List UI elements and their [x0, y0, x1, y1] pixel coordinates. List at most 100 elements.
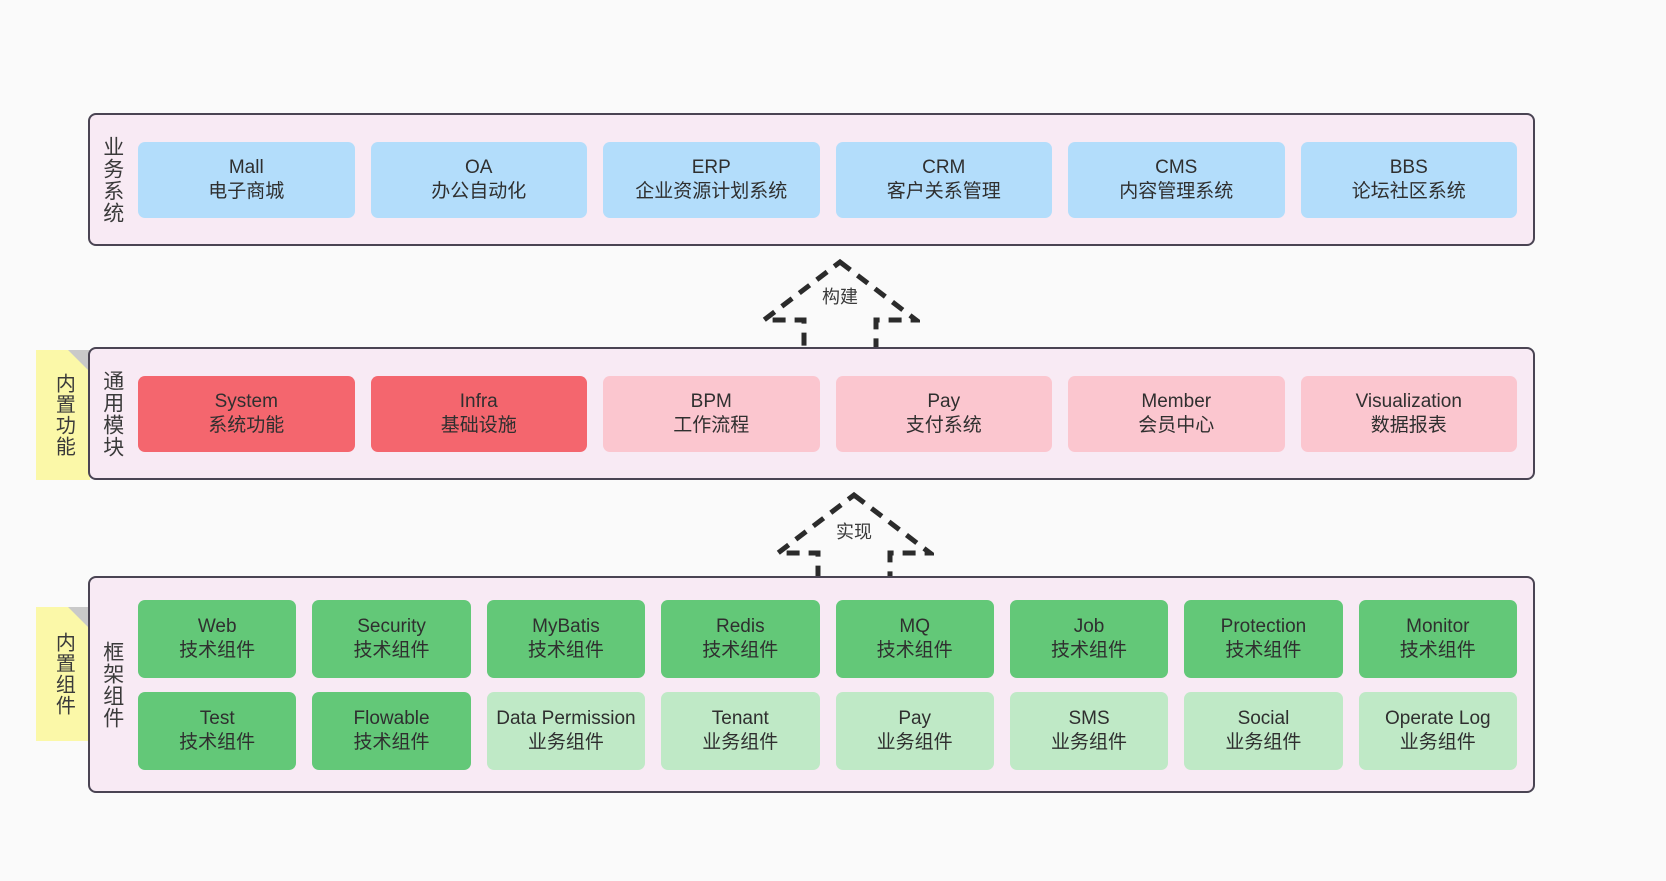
- business-row: Mall 电子商城 OA 办公自动化 ERP 企业资源计划系统 CRM 客户关系…: [138, 141, 1517, 218]
- node-flowable[interactable]: Flowable 技术组件: [312, 691, 471, 770]
- node-mq-cn: 技术组件: [876, 639, 953, 661]
- node-system-en: System: [214, 390, 278, 412]
- node-infra-en: Infra: [459, 390, 498, 412]
- node-monitor[interactable]: Monitor 技术组件: [1358, 599, 1517, 678]
- sticky-note-builtin-features: 内置功能: [36, 350, 90, 480]
- node-oa[interactable]: OA 办公自动化: [370, 141, 587, 218]
- node-pay-module[interactable]: Pay 支付系统: [835, 375, 1052, 452]
- node-mybatis-en: MyBatis: [532, 615, 600, 637]
- node-security-cn: 技术组件: [353, 639, 430, 661]
- node-web-en: Web: [197, 615, 237, 637]
- node-social[interactable]: Social 业务组件: [1184, 691, 1343, 770]
- node-mq[interactable]: MQ 技术组件: [835, 599, 994, 678]
- node-web[interactable]: Web 技术组件: [138, 599, 297, 678]
- framework-row-business: Test 技术组件 Flowable 技术组件 Data Permission …: [138, 691, 1517, 770]
- node-member[interactable]: Member 会员中心: [1068, 375, 1285, 452]
- node-operate-log-en: Operate Log: [1384, 707, 1491, 729]
- node-tenant-en: Tenant: [711, 707, 769, 729]
- node-erp-cn: 企业资源计划系统: [635, 180, 788, 202]
- modules-row: System 系统功能 Infra 基础设施 BPM 工作流程 Pay 支付系统…: [138, 375, 1517, 452]
- node-operate-log-cn: 业务组件: [1399, 731, 1476, 753]
- node-infra-cn: 基础设施: [440, 414, 517, 436]
- node-social-cn: 业务组件: [1225, 731, 1302, 753]
- node-mall-en: Mall: [228, 156, 264, 178]
- node-crm[interactable]: CRM 客户关系管理: [835, 141, 1052, 218]
- generalization-arrow-build-icon: 构建: [760, 258, 920, 353]
- node-oa-cn: 办公自动化: [431, 180, 527, 202]
- node-visualization-cn: 数据报表: [1370, 414, 1447, 436]
- node-protection[interactable]: Protection 技术组件: [1184, 599, 1343, 678]
- node-job-cn: 技术组件: [1051, 639, 1128, 661]
- node-mall[interactable]: Mall 电子商城: [138, 141, 355, 218]
- node-oa-en: OA: [465, 156, 493, 178]
- node-job-en: Job: [1073, 615, 1105, 637]
- node-mybatis-cn: 技术组件: [527, 639, 604, 661]
- generalization-arrow-implement-icon: 实现: [774, 491, 934, 586]
- layer-framework-components: 框架组件 Web 技术组件 Security 技术组件 MyBatis 技术组件…: [88, 576, 1535, 793]
- layer-framework-components-title: 框架组件: [100, 640, 124, 729]
- node-social-en: Social: [1237, 707, 1290, 729]
- node-erp[interactable]: ERP 企业资源计划系统: [603, 141, 820, 218]
- node-operate-log[interactable]: Operate Log 业务组件: [1358, 691, 1517, 770]
- node-visualization-en: Visualization: [1355, 390, 1462, 412]
- node-mq-en: MQ: [899, 615, 930, 637]
- layer-common-modules-body: System 系统功能 Infra 基础设施 BPM 工作流程 Pay 支付系统…: [134, 349, 1533, 478]
- layer-business-title: 业务系统: [100, 135, 124, 224]
- node-crm-cn: 客户关系管理: [886, 180, 1001, 202]
- node-infra[interactable]: Infra 基础设施: [370, 375, 587, 452]
- node-system-cn: 系统功能: [208, 414, 285, 436]
- node-system[interactable]: System 系统功能: [138, 375, 355, 452]
- sticky-note-builtin-components: 内置组件: [36, 607, 90, 741]
- node-web-cn: 技术组件: [179, 639, 256, 661]
- node-monitor-cn: 技术组件: [1399, 639, 1476, 661]
- node-bbs-cn: 论坛社区系统: [1351, 180, 1466, 202]
- node-bpm[interactable]: BPM 工作流程: [603, 375, 820, 452]
- node-data-permission[interactable]: Data Permission 业务组件: [486, 691, 646, 770]
- node-mybatis[interactable]: MyBatis 技术组件: [486, 599, 646, 678]
- node-job[interactable]: Job 技术组件: [1009, 599, 1169, 678]
- node-security-en: Security: [357, 615, 426, 637]
- node-crm-en: CRM: [922, 156, 966, 178]
- node-tenant[interactable]: Tenant 业务组件: [661, 691, 820, 770]
- node-security[interactable]: Security 技术组件: [312, 599, 471, 678]
- node-test-en: Test: [199, 707, 235, 729]
- node-cms-cn: 内容管理系统: [1119, 180, 1234, 202]
- node-redis[interactable]: Redis 技术组件: [661, 599, 820, 678]
- node-redis-en: Redis: [716, 615, 765, 637]
- sticky-note-builtin-features-label: 内置功能: [52, 373, 75, 457]
- node-member-en: Member: [1141, 390, 1212, 412]
- node-cms[interactable]: CMS 内容管理系统: [1068, 141, 1285, 218]
- node-bpm-cn: 工作流程: [673, 414, 750, 436]
- node-bbs[interactable]: BBS 论坛社区系统: [1300, 141, 1517, 218]
- node-pay-component[interactable]: Pay 业务组件: [835, 691, 994, 770]
- node-pay-module-cn: 支付系统: [905, 414, 982, 436]
- node-flowable-cn: 技术组件: [353, 731, 430, 753]
- node-protection-cn: 技术组件: [1225, 639, 1302, 661]
- node-sms-cn: 业务组件: [1051, 731, 1128, 753]
- node-monitor-en: Monitor: [1406, 615, 1470, 637]
- node-data-permission-cn: 业务组件: [527, 731, 604, 753]
- node-bbs-en: BBS: [1389, 156, 1428, 178]
- layer-business-systems: 业务系统 Mall 电子商城 OA 办公自动化 ERP 企业资源计划系统 CRM…: [88, 113, 1535, 246]
- framework-row-tech: Web 技术组件 Security 技术组件 MyBatis 技术组件 Redi…: [138, 599, 1517, 678]
- node-redis-cn: 技术组件: [702, 639, 779, 661]
- node-bpm-en: BPM: [690, 390, 732, 412]
- node-data-permission-en: Data Permission: [496, 707, 636, 729]
- sticky-note-builtin-components-label: 内置组件: [52, 632, 75, 716]
- node-pay-module-en: Pay: [927, 390, 961, 412]
- node-tenant-cn: 业务组件: [702, 731, 779, 753]
- node-sms-en: SMS: [1068, 707, 1110, 729]
- node-pay-component-cn: 业务组件: [876, 731, 953, 753]
- node-test-cn: 技术组件: [179, 731, 256, 753]
- layer-framework-components-body: Web 技术组件 Security 技术组件 MyBatis 技术组件 Redi…: [134, 578, 1533, 791]
- node-pay-component-en: Pay: [898, 707, 932, 729]
- layer-business-body: Mall 电子商城 OA 办公自动化 ERP 企业资源计划系统 CRM 客户关系…: [134, 115, 1533, 244]
- node-cms-en: CMS: [1155, 156, 1198, 178]
- node-visualization[interactable]: Visualization 数据报表: [1300, 375, 1517, 452]
- node-flowable-en: Flowable: [353, 707, 430, 729]
- layer-common-modules-title: 通用模块: [100, 369, 124, 458]
- node-test[interactable]: Test 技术组件: [138, 691, 297, 770]
- node-sms[interactable]: SMS 业务组件: [1009, 691, 1169, 770]
- node-member-cn: 会员中心: [1138, 414, 1215, 436]
